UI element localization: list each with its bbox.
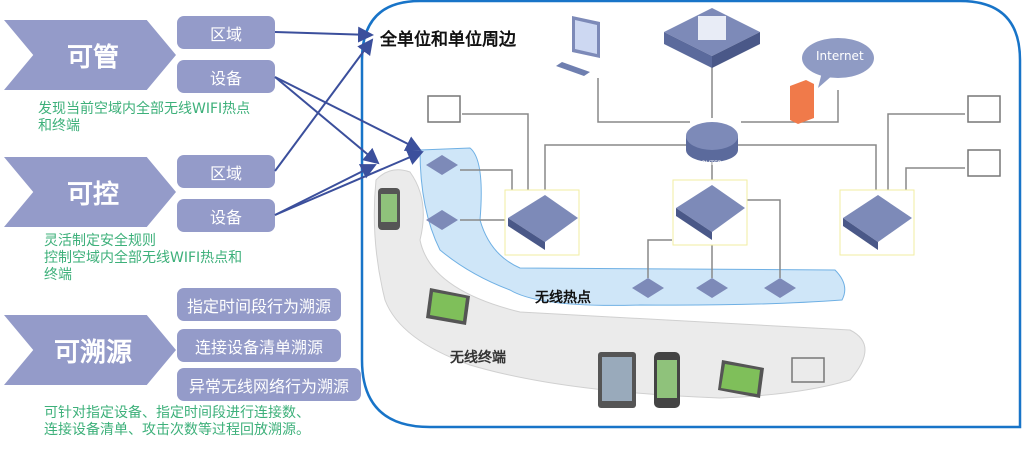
desc-line: 和终端 xyxy=(38,118,80,134)
access-point-icon xyxy=(632,278,664,298)
trace-description: 可针对指定设备、指定时间段进行连接数、 连接设备清单、攻击次数等过程回放溯源。 xyxy=(44,405,310,439)
wired-pc-icon xyxy=(427,95,461,123)
arrow xyxy=(274,150,424,216)
desktop-pc-icon xyxy=(556,16,600,76)
desc-line: 控制空域内全部无线WIFI热点和 xyxy=(44,250,243,266)
desc-line: 灵活制定安全规则 xyxy=(44,233,156,249)
chevron-label: 可控 xyxy=(66,179,119,210)
firewall-icon xyxy=(790,80,814,124)
wireless-terminals xyxy=(378,188,764,408)
terminal-zone-label: 无线终端 xyxy=(450,350,506,366)
access-point-icon xyxy=(764,278,796,298)
arrow xyxy=(274,76,422,151)
router-label: ROUTER xyxy=(697,160,722,167)
desc-line: 连接设备清单、攻击次数等过程回放溯源。 xyxy=(44,422,310,438)
wired-pc-icon xyxy=(967,149,1001,177)
arrow xyxy=(274,26,374,43)
desc-line: 发现当前空域内全部无线WIFI热点 xyxy=(38,101,251,117)
access-point-icon xyxy=(696,278,728,298)
wireless-pc-icon xyxy=(791,357,825,383)
device-button-control[interactable]: 设备 xyxy=(177,199,275,232)
switch-icon-right xyxy=(839,189,915,256)
control-description: 灵活制定安全规则 控制空域内全部无线WIFI热点和 终端 xyxy=(44,233,242,284)
switch-icon-center xyxy=(672,179,748,246)
server-icon xyxy=(664,8,760,68)
link-arrows xyxy=(274,26,424,216)
access-points xyxy=(426,155,796,298)
wired-pc-icon xyxy=(967,95,1001,123)
arrow xyxy=(274,76,380,165)
internet-cloud-icon xyxy=(802,38,874,88)
network-frame xyxy=(360,0,1022,429)
chevron-label: 可管 xyxy=(66,42,119,73)
trace-anomaly-button[interactable]: 异常无线网络行为溯源 xyxy=(177,368,361,401)
access-point-icon xyxy=(426,155,458,175)
zone-button-manage[interactable]: 区域 xyxy=(177,16,275,49)
hotspot-zone-label: 无线热点 xyxy=(535,290,591,306)
chevron-controllable: 可控 xyxy=(4,157,176,227)
trace-device-list-button[interactable]: 连接设备清单溯源 xyxy=(177,329,341,362)
arrow xyxy=(274,38,374,172)
desc-line: 终端 xyxy=(44,267,72,283)
desc-line: 可针对指定设备、指定时间段进行连接数、 xyxy=(44,405,310,421)
hotspot-zone xyxy=(419,147,846,306)
switch-icon-left xyxy=(504,189,580,256)
terminal-zone xyxy=(373,169,866,399)
router-icon xyxy=(686,122,738,162)
chevron-label: 可溯源 xyxy=(53,337,132,368)
manage-description: 发现当前空域内全部无线WIFI热点 和终端 xyxy=(38,101,250,135)
arrow xyxy=(274,164,377,216)
device-button-manage[interactable]: 设备 xyxy=(177,60,275,93)
access-point-icon xyxy=(426,210,458,230)
trace-time-button[interactable]: 指定时间段行为溯源 xyxy=(177,288,341,321)
zone-button-control[interactable]: 区域 xyxy=(177,155,275,188)
internet-label: Internet xyxy=(816,49,864,63)
network-title: 全单位和单位周边 xyxy=(380,30,516,50)
